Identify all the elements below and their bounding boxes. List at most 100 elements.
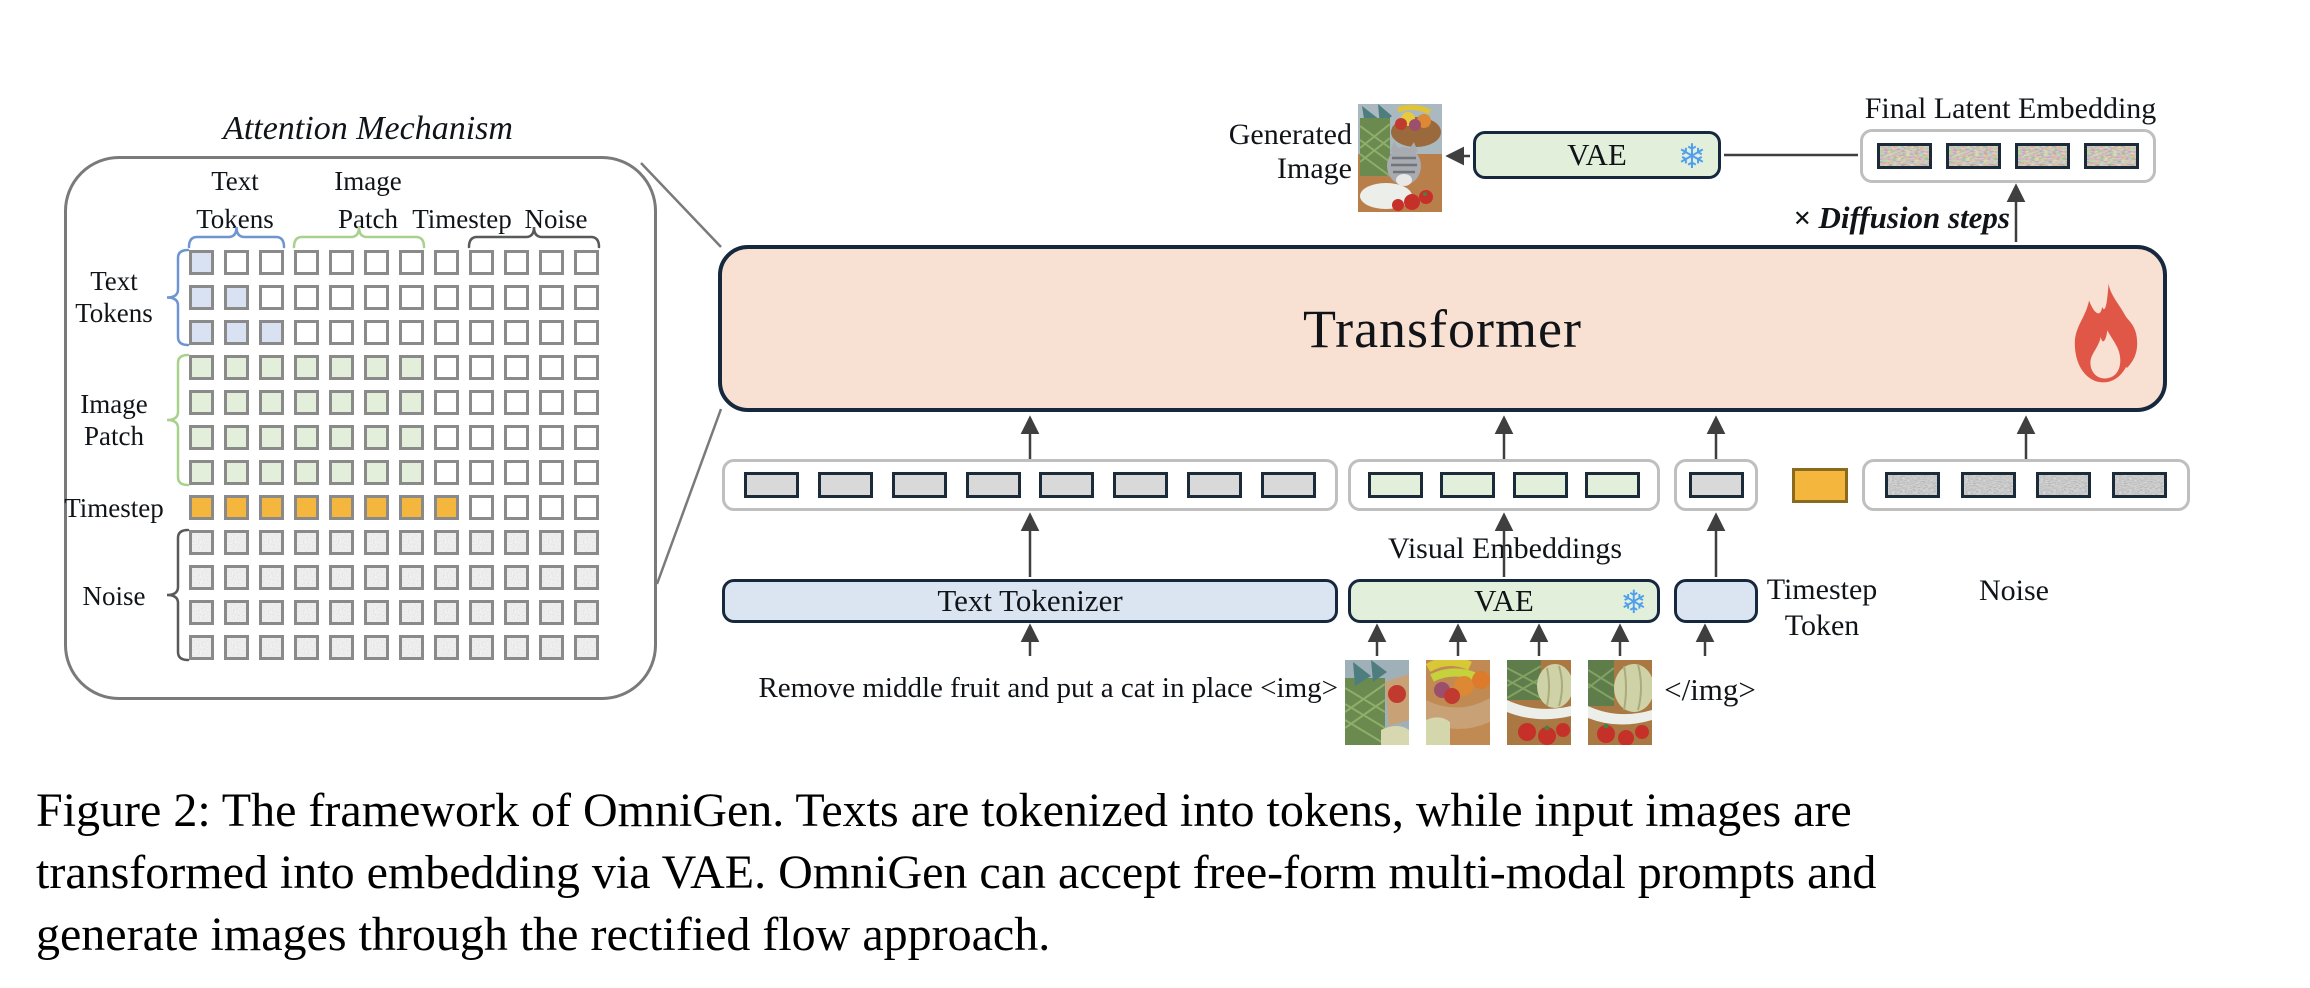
attention-cell — [399, 425, 424, 450]
attention-cell — [539, 565, 564, 590]
attention-cell — [574, 495, 599, 520]
attention-cell — [329, 390, 354, 415]
attention-cell — [259, 285, 284, 310]
attention-cell — [259, 250, 284, 275]
attention-cell — [399, 355, 424, 380]
token — [1512, 472, 1568, 498]
input-image-4 — [1588, 660, 1652, 745]
attention-cell — [294, 495, 319, 520]
token — [1440, 472, 1496, 498]
token — [965, 472, 1021, 498]
attention-grid — [189, 250, 599, 660]
visual-embeddings-label: Visual Embeddings — [1387, 532, 1622, 565]
attention-cell — [364, 565, 389, 590]
col-header-image-1: Image — [334, 166, 402, 196]
attention-cell — [399, 285, 424, 310]
attention-cell — [504, 250, 529, 275]
attention-cell — [224, 495, 249, 520]
attention-cell — [504, 635, 529, 660]
attention-cell — [329, 635, 354, 660]
col-header-text-1: Text — [211, 166, 259, 196]
attention-cell — [574, 565, 599, 590]
attention-cell — [469, 635, 494, 660]
attention-cell — [294, 635, 319, 660]
timestep-token — [1792, 468, 1848, 503]
attention-cell — [259, 600, 284, 625]
attention-cell — [364, 285, 389, 310]
transformer-label: Transformer — [1303, 298, 1582, 359]
attention-cell — [224, 390, 249, 415]
attention-cell — [259, 390, 284, 415]
attention-cell — [224, 425, 249, 450]
vae-encoder-label: VAE — [1474, 583, 1534, 618]
attention-cell — [294, 390, 319, 415]
attention-cell — [399, 390, 424, 415]
attention-cell — [399, 565, 424, 590]
attention-cell — [294, 425, 319, 450]
attention-cell — [574, 460, 599, 485]
token — [1946, 143, 2001, 169]
text-tokenizer-label: Text Tokenizer — [937, 583, 1123, 618]
attention-cell — [469, 425, 494, 450]
attention-cell — [504, 285, 529, 310]
attention-cell — [329, 600, 354, 625]
attention-cell — [224, 320, 249, 345]
attention-cell — [329, 425, 354, 450]
attention-cell — [574, 635, 599, 660]
text-embedding-container — [722, 459, 1338, 511]
attention-cell — [364, 530, 389, 555]
attention-cell — [399, 460, 424, 485]
img-close-tag: </img> — [1664, 672, 1756, 707]
attention-cell — [504, 390, 529, 415]
attention-cell — [539, 250, 564, 275]
attention-cell — [504, 600, 529, 625]
attention-cell — [504, 355, 529, 380]
attention-cell — [469, 390, 494, 415]
attention-cell — [189, 355, 214, 380]
attention-cell — [364, 390, 389, 415]
input-image-2 — [1426, 660, 1490, 745]
attention-cell — [399, 635, 424, 660]
attention-cell — [189, 460, 214, 485]
attention-cell — [364, 355, 389, 380]
attention-cell — [259, 320, 284, 345]
attention-cell — [539, 495, 564, 520]
attention-cell — [574, 320, 599, 345]
attention-cell — [259, 355, 284, 380]
attention-cell — [399, 320, 424, 345]
attention-cell — [574, 355, 599, 380]
attention-cell — [259, 425, 284, 450]
token — [1885, 472, 1941, 498]
caption-line-3: generate images through the rectified fl… — [36, 908, 1051, 961]
attention-cell — [224, 285, 249, 310]
attention-cell — [189, 600, 214, 625]
attention-cell — [469, 355, 494, 380]
token — [1113, 472, 1169, 498]
snowflake-icon: ❄ — [1620, 583, 1647, 621]
attention-cell — [574, 425, 599, 450]
attention-cell — [329, 250, 354, 275]
attention-cell — [469, 460, 494, 485]
attention-cell — [224, 530, 249, 555]
attention-cell — [539, 390, 564, 415]
attention-cell — [329, 495, 354, 520]
generated-image-label: Generated Image — [1228, 118, 1352, 185]
attention-cell — [434, 250, 459, 275]
token — [1368, 472, 1424, 498]
attention-cell — [294, 460, 319, 485]
attention-cell — [224, 460, 249, 485]
attention-cell — [189, 565, 214, 590]
attention-cell — [539, 635, 564, 660]
attention-cell — [189, 285, 214, 310]
attention-cell — [189, 250, 214, 275]
timestep-token-label: Timestep Token — [1766, 573, 1878, 642]
attention-cell — [469, 565, 494, 590]
attention-cell — [364, 600, 389, 625]
attention-cell — [539, 320, 564, 345]
attention-cell — [224, 355, 249, 380]
fire-icon — [2067, 281, 2145, 385]
row-label-image: Image Patch — [80, 389, 148, 451]
attention-cell — [434, 425, 459, 450]
attention-cell — [189, 320, 214, 345]
visual-embedding-container — [1348, 459, 1660, 511]
